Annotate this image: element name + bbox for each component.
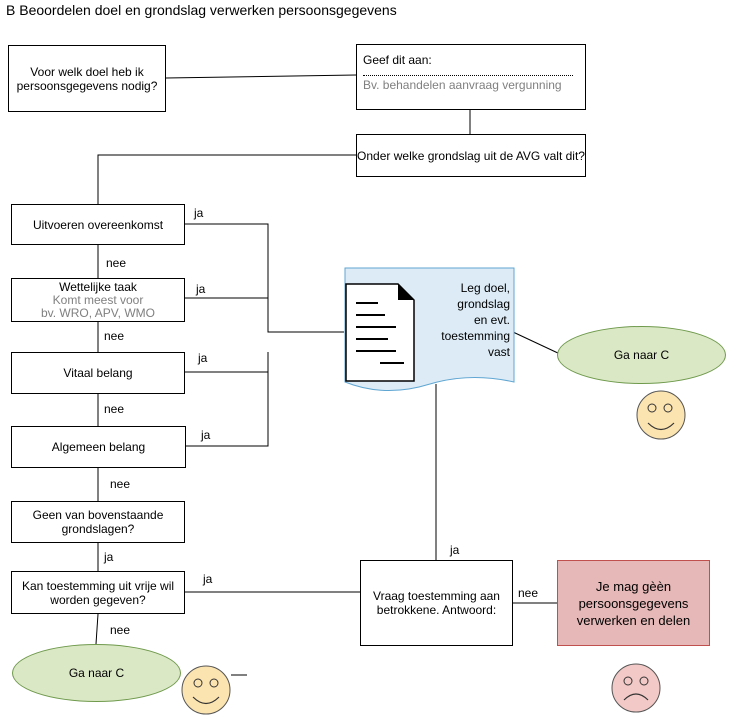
geef-aan-box: Geef dit aan: Bv. behandelen aanvraag ve… [356,44,586,110]
document-line-4: toestemming [441,329,510,343]
vraag-toestemming-text: Vraag toestemming aan betrokkene. Antwoo… [373,589,500,617]
ja-label: ja [450,543,460,557]
page-title: B Beoordelen doel en grondslag verwerken… [6,2,397,18]
document-line-3: en evt. [473,313,510,327]
algemeen-belang-text: Algemeen belang [51,440,146,454]
ga-naar-c-bottom-text: Ga naar C [68,666,125,680]
vraag-toestemming-box: Vraag toestemming aan betrokkene. Antwoo… [360,560,513,646]
niet-verwerken-text: Je mag gèèn persoonsgegevens verwerken e… [576,578,691,628]
grondslag-vraag-box: Onder welke grondslag uit de AVG valt di… [356,134,586,177]
dotted-divider [363,75,573,76]
document-line-5: vast [487,345,510,359]
document-line-1: Leg doel, [460,281,510,295]
nee-label: nee [518,586,539,600]
grondslag-vraag-text: Onder welke grondslag uit de AVG valt di… [357,148,585,163]
ga-naar-c-top-text: Ga naar C [613,348,670,362]
ja-label: ja [203,572,213,586]
doel-vraag-box: Voor welk doel heb ik persoonsgegevens n… [8,45,166,112]
ja-label: ja [194,206,204,220]
document-text: Leg doel, grondslag en evt. toestemming … [426,280,510,360]
ja-label: ja [201,428,211,442]
ja-label: ja [198,351,208,365]
ga-naar-c-top: Ga naar C [557,326,726,384]
happy-face-icon [181,665,231,715]
overeenkomst-box: Uitvoeren overeenkomst [11,204,185,245]
niet-verwerken-box: Je mag gèèn persoonsgegevens verwerken e… [557,560,710,646]
document-icon [345,283,415,382]
doel-vraag-text: Voor welk doel heb ik persoonsgegevens n… [16,64,158,93]
wettelijke-taak-hint1: Komt meest voor [52,292,144,307]
vitaal-belang-text: Vitaal belang [63,366,133,380]
ga-naar-c-bottom: Ga naar C [12,644,181,702]
geen-grondslagen-text: Geen van bovenstaande grondslagen? [32,508,164,536]
toestemming-vraag-text: Kan toestemming uit vrije wil worden geg… [21,578,175,607]
overeenkomst-text: Uitvoeren overeenkomst [32,217,164,232]
wettelijke-taak-hint2: bv. WRO, APV, WMO [40,305,156,320]
document-line-2: grondslag [457,297,510,311]
wettelijke-taak-text: Wettelijke taak [59,279,137,294]
geef-aan-hint: Bv. behandelen aanvraag vergunning [363,78,562,92]
nee-label: nee [104,329,125,343]
geef-aan-text: Geef dit aan: [363,53,432,67]
nee-label: nee [110,477,131,491]
algemeen-belang-box: Algemeen belang [11,426,186,468]
nee-label: nee [104,402,125,416]
nee-label: nee [106,256,127,270]
geen-grondslagen-box: Geen van bovenstaande grondslagen? [11,501,185,543]
vitaal-belang-box: Vitaal belang [11,352,185,394]
ja-label: ja [196,282,206,296]
wettelijke-taak-box: Wettelijke taak Komt meest voor bv. WRO,… [11,278,185,322]
ja-label: ja [104,550,114,564]
happy-face-icon [636,390,686,440]
nee-label: nee [110,623,131,637]
toestemming-vraag-box: Kan toestemming uit vrije wil worden geg… [11,571,185,614]
sad-face-icon [611,663,661,713]
